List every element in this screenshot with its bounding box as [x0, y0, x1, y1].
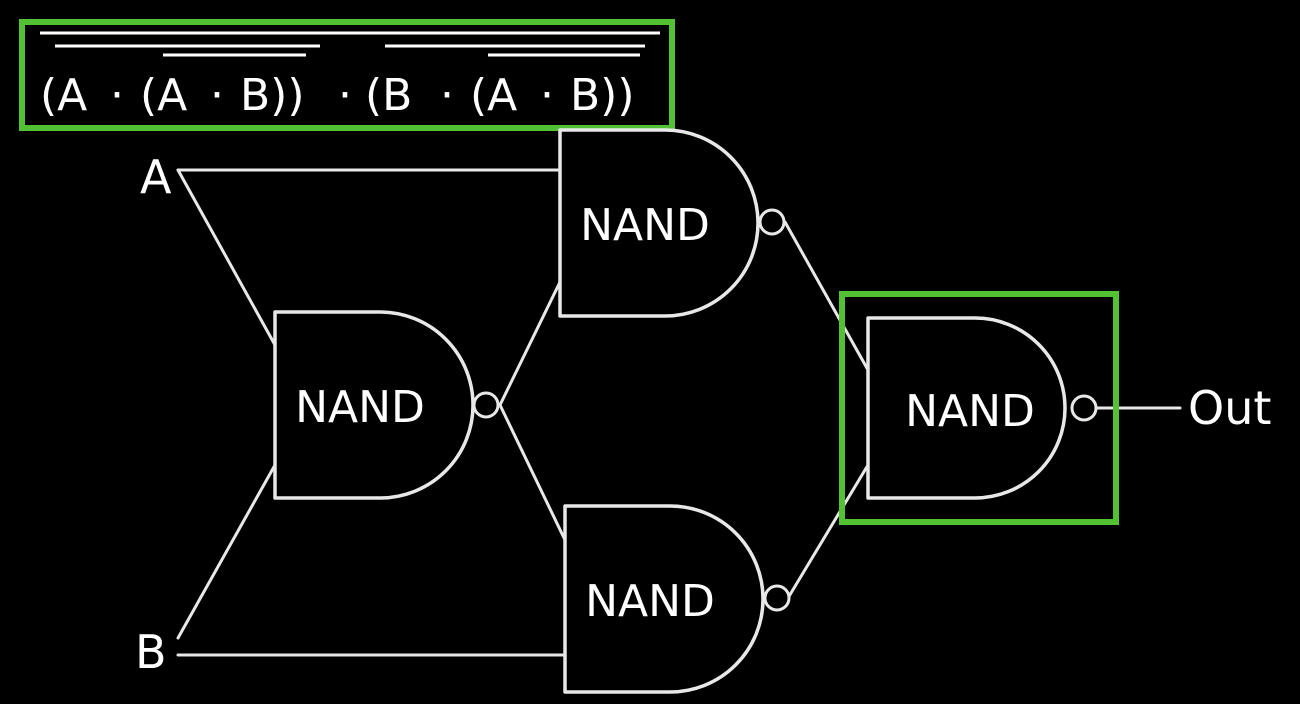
final-nand-gate: NAND [866, 316, 1098, 500]
wire-bottom-to-final-gate [786, 463, 870, 600]
wire-b-to-first-gate [176, 463, 277, 640]
wire-first-to-top-gate [498, 280, 562, 407]
wire-first-to-bottom-gate [498, 403, 567, 542]
top-gate-label: NAND [580, 200, 710, 251]
wire-a-to-first-gate [176, 168, 277, 347]
input-a-label: A [140, 150, 172, 204]
final-gate-inversion-bubble [1070, 394, 1098, 422]
top-gate-inversion-bubble [758, 208, 786, 236]
output-label: Out [1188, 381, 1271, 435]
bottom-nand-gate: NAND [563, 504, 791, 694]
final-gate-label: NAND [905, 386, 1035, 437]
bottom-gate-inversion-bubble [763, 584, 791, 612]
expression-highlight-box [19, 19, 675, 131]
boolean-expression: (A · (A · B)) · (B · (A · B)) [40, 70, 635, 121]
bottom-gate-label: NAND [585, 576, 715, 627]
first-nand-gate: NAND [273, 310, 500, 500]
first-gate-inversion-bubble [472, 391, 500, 419]
input-b-label: B [135, 625, 167, 679]
final-gate-highlight-box [839, 291, 1119, 525]
first-gate-label: NAND [295, 382, 425, 433]
top-nand-gate: NAND [558, 128, 786, 318]
wire-top-to-final-gate [783, 220, 870, 372]
